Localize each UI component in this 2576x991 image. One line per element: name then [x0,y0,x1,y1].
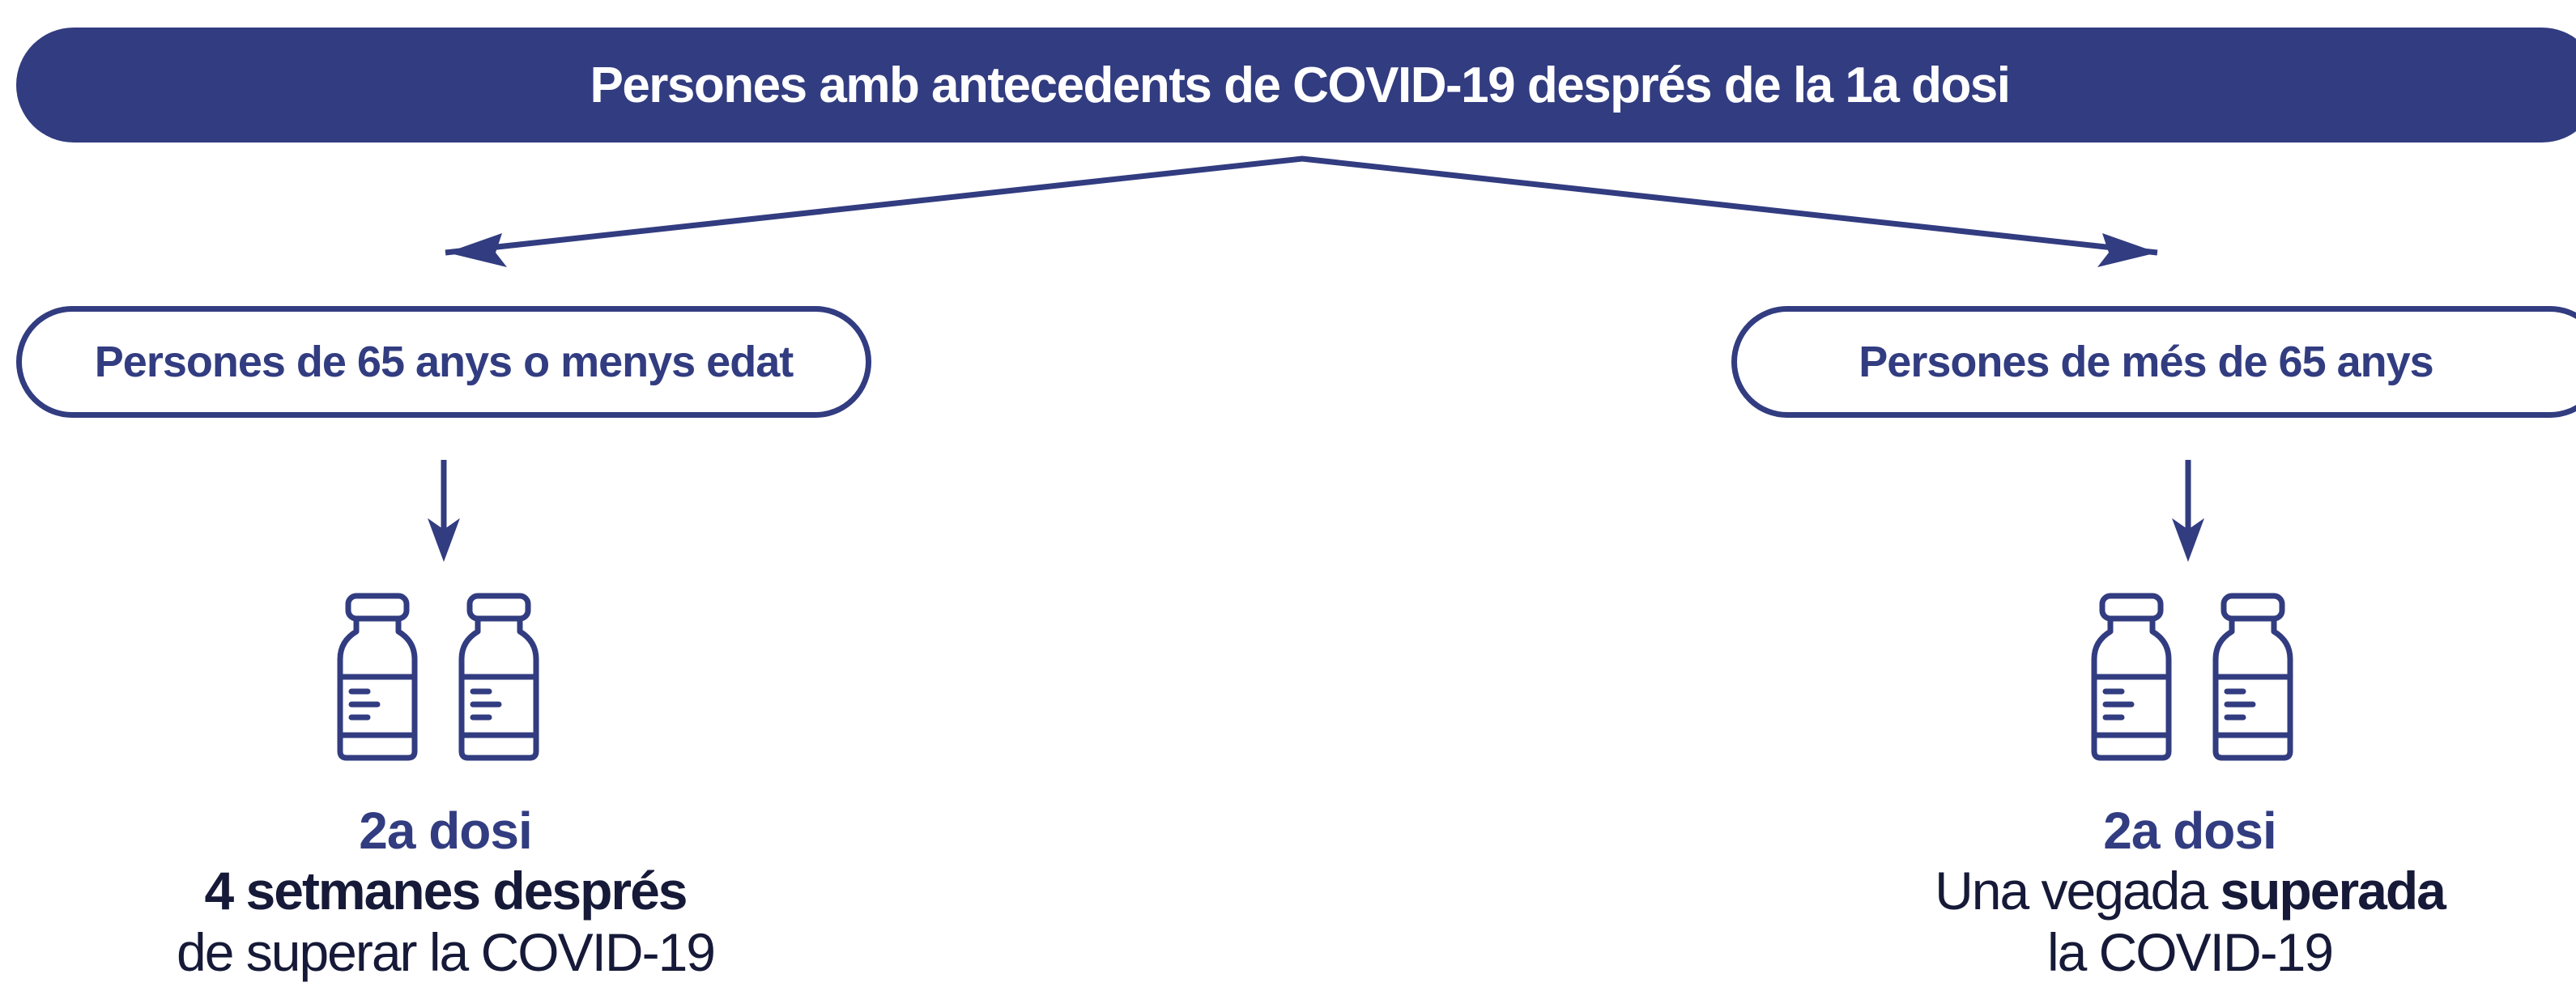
timing-bold: 4 setmanes després [204,861,688,921]
branch-pill-over-65: Persones de més de 65 anys [1731,306,2576,418]
vial-icon [458,593,539,761]
header-bar: Persones amb antecedents de COVID-19 des… [16,28,2576,142]
down-arrowhead-right-icon [2172,518,2204,562]
caption-over-65: 2a dosi Una vegada superada la COVID-19 [1825,802,2554,983]
header-title: Persones amb antecedents de COVID-19 des… [590,57,2011,113]
timing-bold: superada [2220,861,2446,921]
arrow-right-icon [2097,233,2157,267]
timing-detail: de superar la COVID-19 [177,922,716,982]
timing-detail: la COVID-19 [2046,922,2334,982]
branch-arrow-icon [445,155,2158,256]
caption-under-65: 2a dosi 4 setmanes després de superar la… [81,802,810,983]
branch-pill-under-65: Persones de 65 anys o menys edat [16,306,871,418]
vials-icon [2091,593,2293,761]
branch-label: Persones de 65 anys o menys edat [94,338,794,386]
dose-title: 2a dosi [359,802,533,860]
dose-title: 2a dosi [2103,802,2277,860]
vial-icon [2091,593,2172,761]
arrow-left-icon [447,233,507,267]
vial-icon [337,593,418,761]
timing-normal: Una vegada [1935,861,2220,921]
vials-icon [337,593,539,761]
vial-icon [2212,593,2293,761]
branch-label: Persones de més de 65 anys [1859,338,2433,386]
timing-line: Una vegada superada [1825,860,2554,921]
down-arrowhead-left-icon [428,518,460,562]
